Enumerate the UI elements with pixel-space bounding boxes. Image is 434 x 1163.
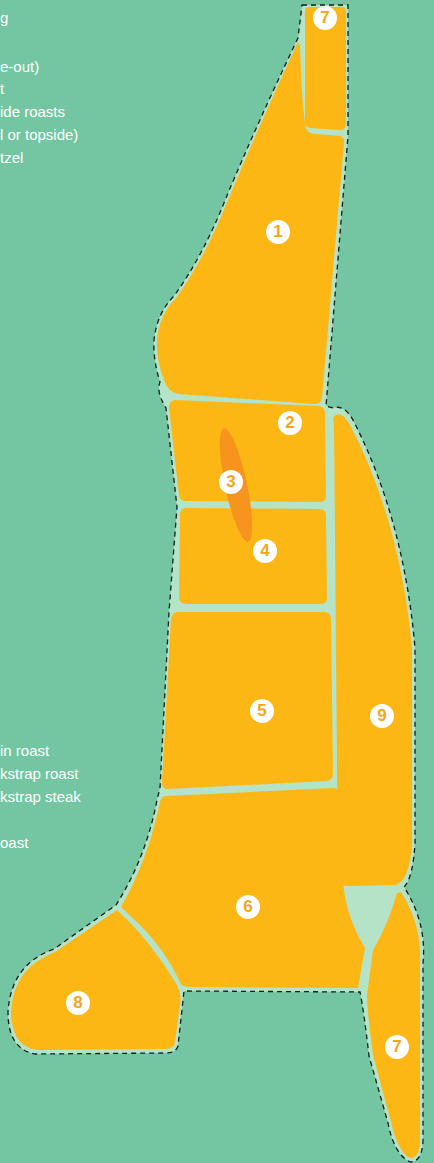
cut-name: in roast [0, 742, 49, 760]
cut-region: 4 [177, 506, 329, 606]
callout-number: 3 [219, 470, 243, 494]
region-fill [367, 892, 420, 1158]
cut-name: tzel [0, 149, 23, 167]
callout-number: 7 [313, 6, 337, 30]
region-fill [11, 910, 181, 1050]
cut-region: 7 [303, 5, 348, 133]
cut-name: kstrap roast [0, 765, 78, 783]
region-shape [360, 890, 423, 1162]
cut-region: 5 [160, 610, 335, 792]
cut-name: kstrap steak [0, 788, 81, 806]
region-fill [157, 42, 344, 404]
region-shape [177, 506, 329, 606]
region-shape [160, 610, 335, 792]
region-fill [333, 414, 412, 886]
callout-number: 8 [66, 991, 90, 1015]
cut-name: g [0, 9, 8, 27]
region-shape [9, 908, 184, 1052]
region-fill [162, 612, 333, 789]
cut-region: 1 [155, 40, 347, 406]
cut-name: l or topside) [0, 126, 78, 144]
callout-number: 5 [250, 699, 274, 723]
cut-name: ide roasts [0, 103, 65, 121]
cut-region: 7 [360, 890, 423, 1162]
carcass-silhouette [8, 5, 424, 1162]
cut-region: 3 [215, 420, 259, 550]
cut-name: oast [0, 834, 28, 852]
callout-number: 6 [236, 895, 260, 919]
cut-name: t [0, 80, 4, 98]
cut-name: e-out) [0, 58, 39, 76]
cut-region: 8 [9, 908, 184, 1052]
callout-number: 9 [370, 704, 394, 728]
callout-number: 7 [385, 1035, 409, 1059]
callout-number: 4 [253, 539, 277, 563]
region-shape [331, 406, 415, 888]
cut-region: 9 [331, 406, 415, 888]
region-shape [155, 40, 347, 406]
callout-number: 1 [266, 220, 290, 244]
callout-number: 2 [278, 411, 302, 435]
region-fill [179, 508, 327, 604]
region-fill [305, 7, 346, 130]
